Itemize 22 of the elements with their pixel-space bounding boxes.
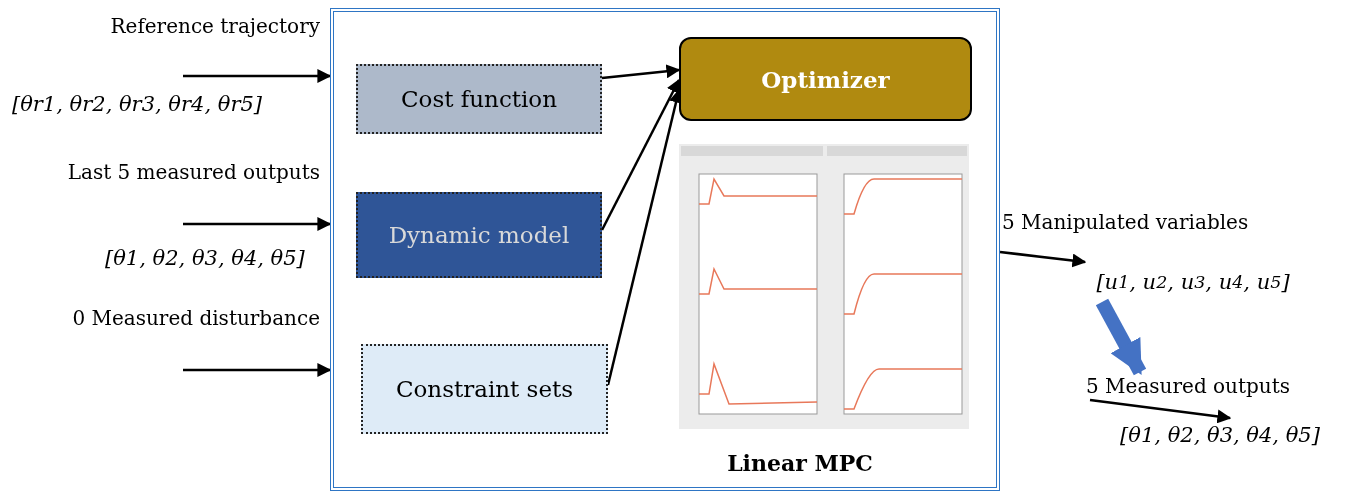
process-box: Dynamic model (356, 192, 602, 278)
edge-label: 0 Measured disturbance (72, 306, 320, 330)
arrow (999, 250, 1087, 268)
arrow (183, 363, 332, 377)
text-label: 5 Measured outputs (1088, 372, 1288, 400)
edge-label: Last 5 measured outputs (67, 160, 320, 184)
system-frame (330, 8, 1000, 491)
process-box: Cost function (356, 64, 602, 134)
process-box: Optimizer (679, 37, 972, 121)
vector-text: [θ1, θ2, θ3, θ4, θ5] (105, 246, 305, 270)
process-box: Constraint sets (361, 344, 608, 434)
vector-text: [θ1, θ2, θ3, θ4, θ5] (1100, 418, 1340, 452)
block-arrow (1095, 298, 1147, 376)
edge-label: 5 Manipulated variables (1002, 210, 1249, 234)
arrow (601, 64, 681, 80)
edge-label: Reference trajectory (110, 14, 320, 38)
arrow (1089, 398, 1232, 424)
title-text: Linear MPC (726, 450, 874, 476)
arrow (183, 69, 332, 83)
arrow (183, 217, 332, 231)
vector-text: [θr1, θr2, θr3, θr4, θr5] (12, 92, 262, 116)
arrow (600, 78, 681, 231)
